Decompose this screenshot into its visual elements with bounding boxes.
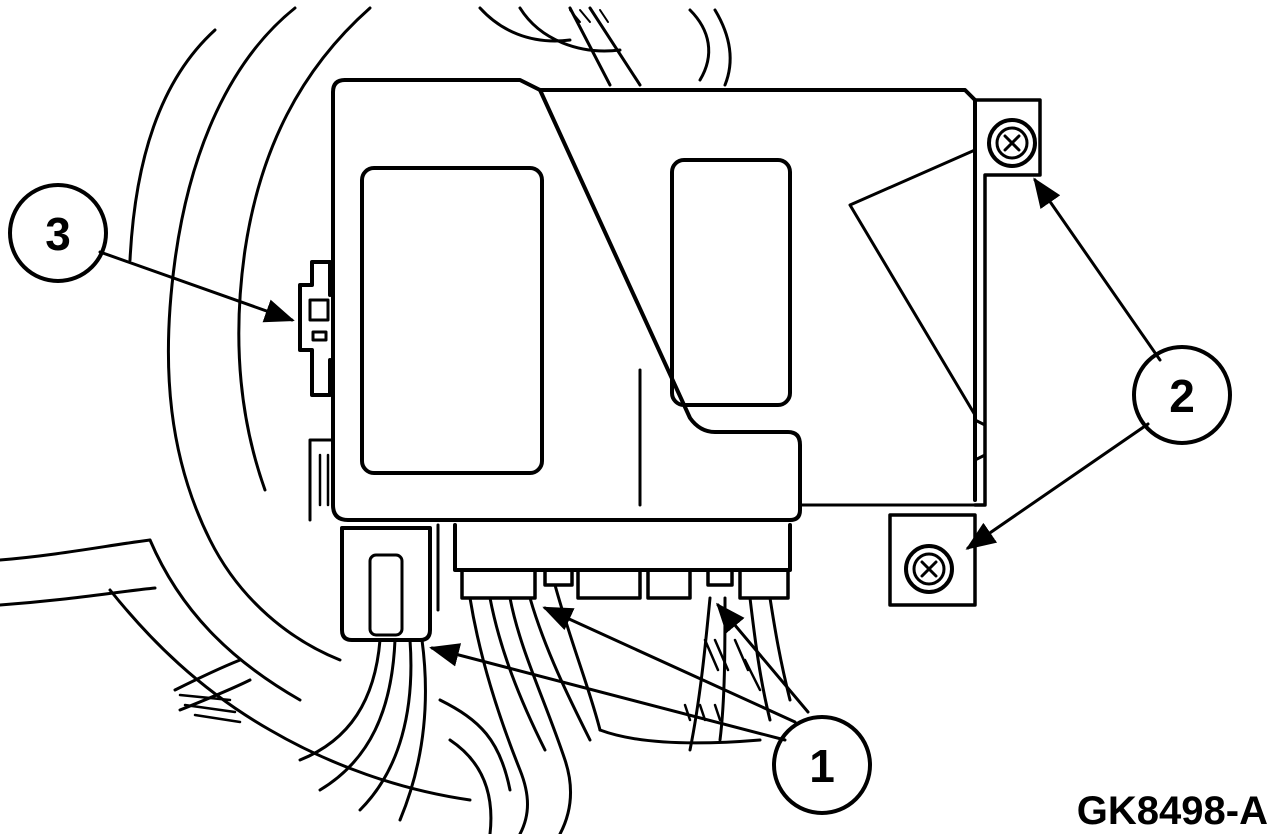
callout-3: 3 [8, 183, 108, 283]
bolt-upper-icon [987, 118, 1037, 168]
connector-group-center [453, 523, 792, 600]
bolt-lower-icon [904, 544, 954, 594]
switch-icon [298, 260, 332, 397]
callout-3-label: 3 [45, 208, 71, 260]
mounting-bracket [848, 98, 1042, 607]
module-housing [308, 78, 977, 522]
callout-2-label: 2 [1169, 370, 1195, 422]
wire-bundle [178, 583, 792, 834]
callout-arrows [98, 177, 1162, 742]
figure-code: GK8498-A [1077, 789, 1268, 833]
harness-background [0, 6, 732, 802]
callout-1-label: 1 [809, 740, 835, 792]
connector-left [340, 523, 440, 642]
callout-1: 1 [772, 715, 872, 815]
callout-2: 2 [1132, 345, 1232, 445]
